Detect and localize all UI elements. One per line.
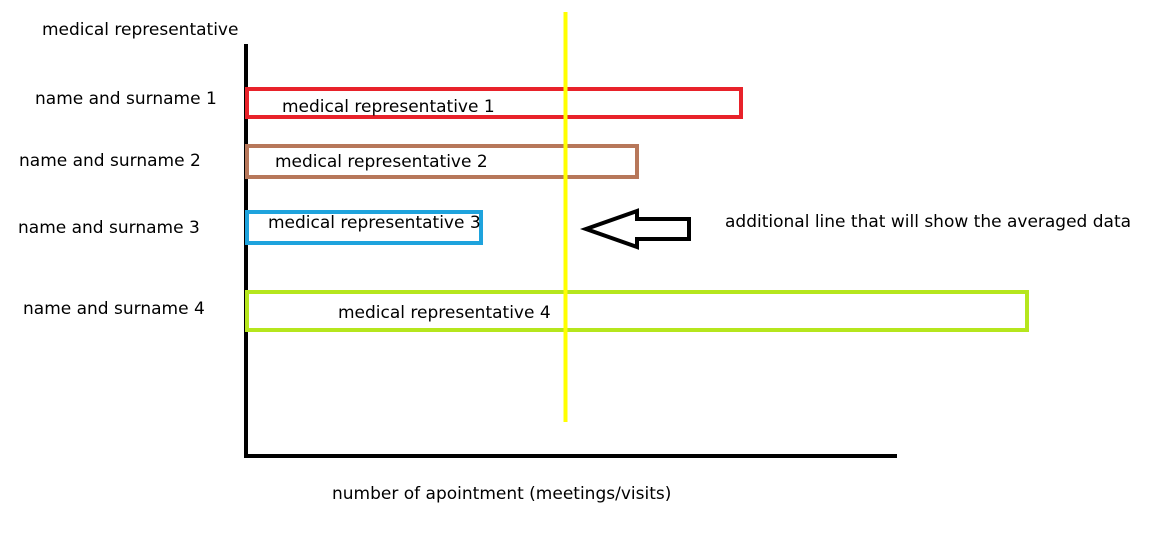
x-axis-title: number of apointment (meetings/visits) (332, 484, 672, 504)
bar-4 (245, 290, 1029, 332)
category-label-4: name and surname 4 (23, 299, 205, 319)
category-label-2: name and surname 2 (19, 151, 201, 171)
y-axis-title: medical representative (42, 20, 239, 40)
bar-label-3: medical representative 3 (268, 213, 481, 233)
bar-label-2: medical representative 2 (275, 152, 488, 172)
category-label-3: name and surname 3 (18, 218, 200, 238)
bar-label-1: medical representative 1 (282, 97, 495, 117)
category-label-1: name and surname 1 (35, 89, 217, 109)
bar-label-4: medical representative 4 (338, 303, 551, 323)
annotation-arrow-icon (579, 208, 691, 250)
bar-3 (245, 210, 483, 245)
bar-2 (245, 144, 639, 179)
average-line-annotation: additional line that will show the avera… (725, 212, 1132, 232)
bar-1 (245, 87, 743, 119)
